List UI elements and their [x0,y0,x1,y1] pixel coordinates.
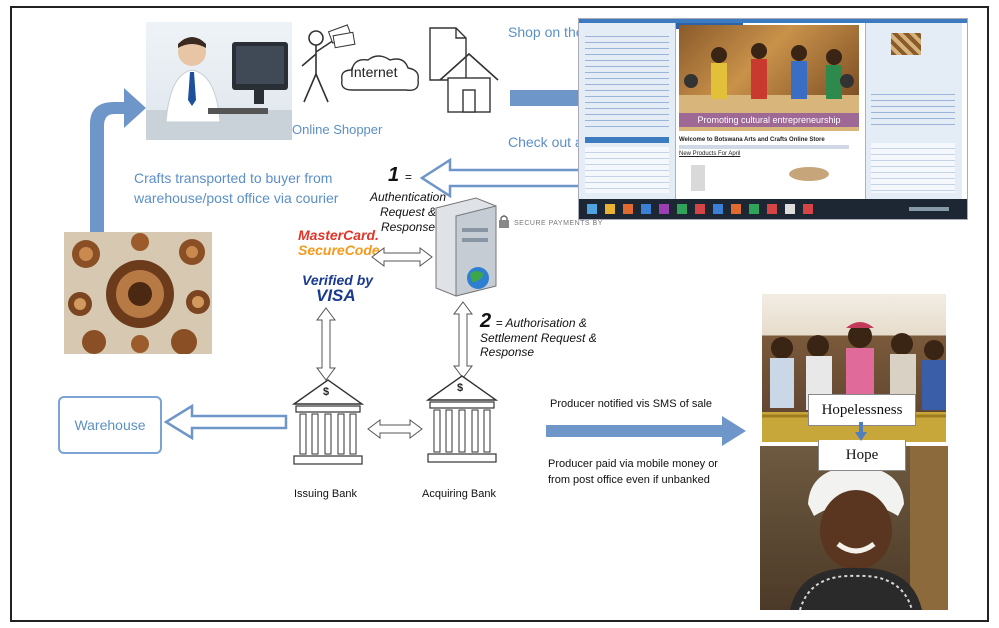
double-arrow-server-acquiring [453,301,473,379]
arrow-to-producer [546,416,746,446]
issuing-bank-dollar: $ [323,386,330,398]
hopelessness-to-hope-arrow [855,422,867,441]
portal-screenshot: Promoting cultural entrepreneurship Welc… [578,18,968,220]
issuing-bank-icon [291,379,365,465]
step2-number: 2 [480,310,492,332]
crafts-transport-line1: Crafts transported to buyer from [134,170,333,186]
double-arrow-between-banks [367,419,423,439]
shopper-stick-figure-icon [301,24,356,103]
portal-banner-caption: Promoting cultural entrepreneurship [679,113,859,127]
producer-paid-line2: from post office even if unbanked [548,474,710,486]
acquiring-bank-icon [425,375,499,463]
step2-line2: Settlement Request & [480,331,597,345]
portal-welcome: Welcome to Botswana Arts and Crafts Onli… [679,137,825,143]
secure-payments-label: SECURE PAYMENTS BY [514,220,603,227]
verified-by-visa-logo: Verified by VISA [302,272,373,304]
auth-line3: Response [380,220,436,234]
auth-line2: Request & [379,205,437,219]
arrow-to-portal [510,80,628,116]
mastercard-securecode-logo: MasterCard. SecureCode. [298,228,384,258]
visa-text: VISA [316,286,356,305]
double-arrow-mastercard-server [371,247,433,267]
internet-label: Internet [350,64,398,80]
verified-by-text: Verified by [302,272,374,288]
double-arrow-visa-issuing [316,307,336,381]
arrow-to-warehouse [163,403,288,441]
diagram-frame [10,6,989,622]
crafts-photo [64,232,212,354]
producer-notified-text: Producer notified vis SMS of sale [550,398,713,410]
step1-equals: = [404,170,412,184]
auth-line1: Authentication [369,190,447,204]
padlock-icon [499,215,509,228]
internet-cloud-icon [341,55,419,91]
authentication-text: Authentication Request & Response [368,190,448,235]
online-shopper-label: Online Shopper [292,122,383,137]
mastercard-text: MasterCard. [298,227,379,243]
step2-text: 2 = Authorisation & Settlement Request &… [480,310,597,359]
hope-box: Hope [818,440,906,471]
step2-line3: Response [480,345,535,359]
issuing-bank-label: Issuing Bank [294,488,357,500]
acquiring-bank-label: Acquiring Bank [422,488,496,500]
step1-marker: 1 = [388,164,412,187]
step2-line1: = Authorisation & [495,316,587,330]
secure-server-icon [435,197,497,297]
curved-arrow-up [90,88,146,240]
crafts-transport-line2: warehouse/post office via courier [134,190,339,206]
document-icon [429,27,467,81]
producer-paid-text: Producer paid via mobile money or from p… [548,456,718,488]
step1-number: 1 [388,164,400,186]
hopelessness-box: Hopelessness [808,394,916,426]
portal-taskbar [579,199,967,219]
producer-portrait-photo [760,446,948,610]
house-icon [439,52,499,113]
online-shopper-photo [146,22,292,140]
securecode-text: SecureCode. [298,242,384,258]
crafts-transport-text: Crafts transported to buyer from warehou… [134,168,338,208]
producer-paid-line1: Producer paid via mobile money or [548,458,718,470]
portal-new-products: New Products For April [679,151,741,157]
warehouse-box: Warehouse [58,396,162,454]
acquiring-bank-dollar: $ [457,382,464,394]
